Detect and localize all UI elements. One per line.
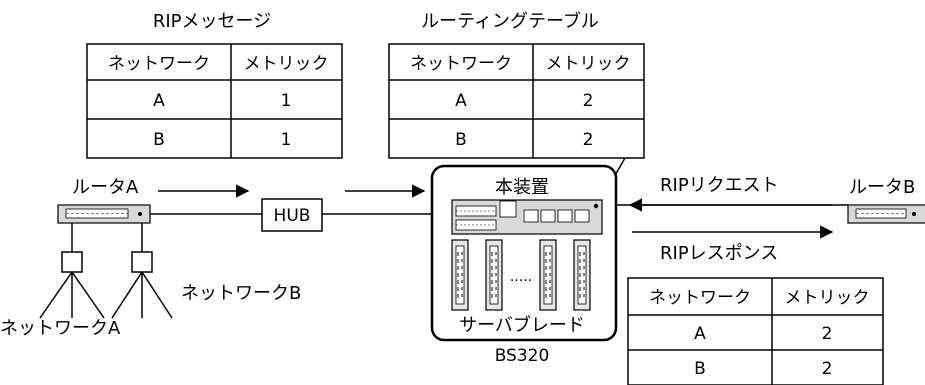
rip-message-cell: 1 bbox=[281, 91, 292, 111]
response-table-cell: B bbox=[694, 359, 706, 379]
rip-message-table bbox=[86, 43, 343, 159]
routing-table bbox=[388, 43, 645, 159]
hub-label: HUB bbox=[274, 206, 311, 226]
server-blade-icon bbox=[539, 239, 557, 311]
routing-table-cell: B bbox=[455, 130, 467, 150]
response-table-header-network: ネットワーク bbox=[649, 288, 751, 308]
device-model-label: BS320 bbox=[495, 346, 550, 366]
server-blade-icon bbox=[485, 239, 503, 311]
routing-table-cell: 2 bbox=[583, 91, 594, 111]
server-blade-icon bbox=[573, 239, 591, 311]
routing-table-cell: 2 bbox=[583, 130, 594, 150]
server-blades-label: サーバブレード bbox=[459, 314, 585, 336]
terminal-b-icon bbox=[131, 251, 153, 273]
rip-message-header-network: ネットワーク bbox=[108, 54, 210, 74]
rip-message-header-metric: メトリック bbox=[244, 54, 329, 74]
network-a-label: ネットワークA bbox=[0, 318, 121, 339]
response-table-header-metric: メトリック bbox=[785, 288, 870, 308]
router-a-icon bbox=[57, 204, 151, 224]
router-b-icon bbox=[847, 204, 925, 224]
server-blade-icon bbox=[451, 239, 469, 311]
routing-table-title: ルーティングテーブル bbox=[421, 10, 599, 32]
rip-message-cell: B bbox=[153, 130, 165, 150]
network-b-label: ネットワークB bbox=[181, 283, 301, 304]
rip-response-table bbox=[627, 277, 884, 385]
routing-table-cell: A bbox=[455, 91, 467, 111]
network-a-lines bbox=[39, 271, 105, 319]
routing-table-header-metric: メトリック bbox=[546, 54, 631, 74]
switch-module-icon bbox=[451, 199, 603, 235]
rip-request-label: RIPリクエスト bbox=[660, 175, 779, 196]
routing-table-header-network: ネットワーク bbox=[410, 54, 512, 74]
response-table-cell: 2 bbox=[822, 324, 833, 344]
response-table-cell: 2 bbox=[822, 359, 833, 379]
rip-message-cell: A bbox=[153, 91, 165, 111]
network-b-lines bbox=[111, 271, 173, 319]
rip-message-title: RIPメッセージ bbox=[153, 11, 271, 32]
rip-message-cell: 1 bbox=[281, 130, 292, 150]
device-title: 本装置 bbox=[495, 177, 549, 198]
response-table-cell: A bbox=[694, 324, 706, 344]
rip-response-label: RIPレスポンス bbox=[660, 243, 778, 264]
hub-box bbox=[261, 198, 323, 232]
terminal-a-icon bbox=[61, 251, 83, 273]
router-a-label: ルータA bbox=[72, 177, 139, 198]
blades-ellipsis: ..... bbox=[510, 269, 532, 285]
router-b-label: ルータB bbox=[849, 177, 915, 198]
